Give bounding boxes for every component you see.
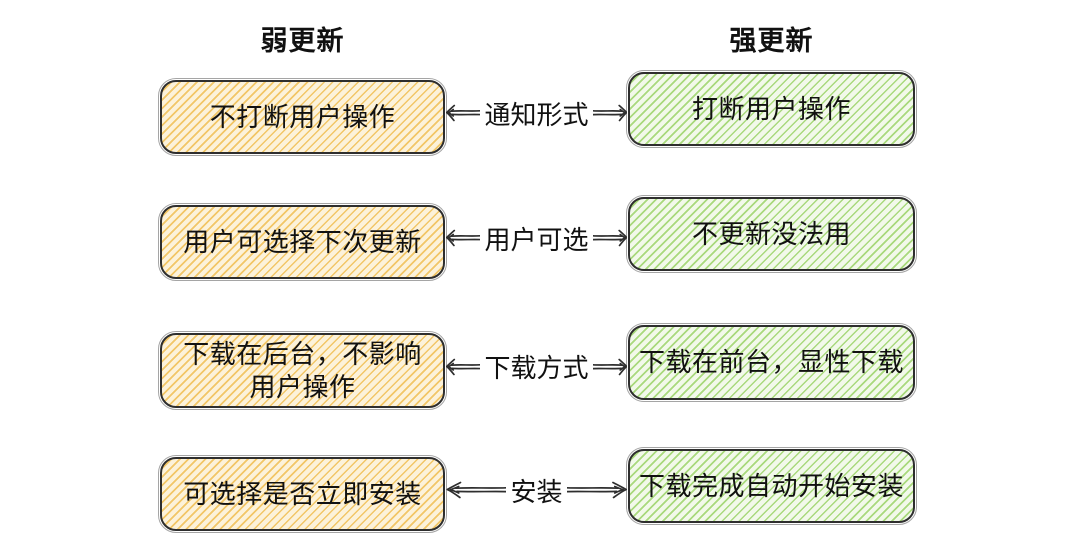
comparison-row-user-choice: 用户可选择下次更新 用户可选 不更新没法用 — [157, 194, 918, 282]
weak-update-box-2: 用户可选择下次更新 — [157, 202, 448, 282]
arrow-right-icon — [593, 357, 627, 377]
strong-update-box-3-text: 下载在前台，显性下载 — [638, 347, 904, 378]
strong-update-box-2-text: 不更新没法用 — [691, 218, 851, 249]
weak-update-box-2-text: 用户可选择下次更新 — [183, 226, 422, 257]
column-title-strong-update: 强更新 — [729, 26, 814, 56]
connector-4: 安装 — [445, 453, 628, 527]
connector-1: 通知形式 — [445, 76, 628, 150]
strong-update-box-4: 下载完成自动开始安装 — [625, 446, 918, 526]
connector-4-label: 安装 — [510, 476, 563, 507]
weak-update-box-3: 下载在后台，不影响 用户操作 — [157, 330, 448, 411]
arrow-left-icon — [446, 103, 480, 123]
connector-3: 下载方式 — [445, 329, 628, 404]
weak-update-box-1: 不打断用户操作 — [157, 77, 448, 157]
weak-update-box-3-text: 下载在后台，不影响 用户操作 — [183, 339, 422, 402]
connector-2-label: 用户可选 — [484, 224, 589, 255]
comparison-row-download: 下载在后台，不影响 用户操作 下载方式 下载在前台，显性下载 — [157, 322, 918, 411]
column-title-weak-update: 弱更新 — [260, 26, 345, 56]
weak-update-box-4: 可选择是否立即安装 — [157, 454, 448, 534]
arrow-right-icon — [593, 103, 627, 123]
weak-update-box-4-text: 可选择是否立即安装 — [183, 478, 422, 509]
arrow-right-icon — [593, 228, 627, 248]
arrow-left-icon — [446, 480, 506, 500]
connector-3-label: 下载方式 — [484, 353, 589, 383]
comparison-row-notification: 不打断用户操作 通知形式 打断用户操作 — [157, 69, 918, 157]
comparison-row-install: 可选择是否立即安装 安装 下载完成自动开始安装 — [157, 446, 918, 534]
strong-update-box-1-text: 打断用户操作 — [691, 93, 851, 124]
strong-update-box-3: 下载在前台，显性下载 — [625, 322, 918, 403]
connector-2: 用户可选 — [445, 201, 628, 275]
weak-update-box-1-text: 不打断用户操作 — [209, 101, 396, 132]
arrow-right-icon — [567, 480, 627, 500]
arrow-left-icon — [446, 228, 480, 248]
strong-update-box-1: 打断用户操作 — [625, 69, 918, 149]
connector-1-label: 通知形式 — [484, 99, 589, 130]
strong-update-box-2: 不更新没法用 — [625, 194, 918, 274]
arrow-left-icon — [446, 357, 480, 377]
strong-update-box-4-text: 下载完成自动开始安装 — [638, 470, 904, 501]
